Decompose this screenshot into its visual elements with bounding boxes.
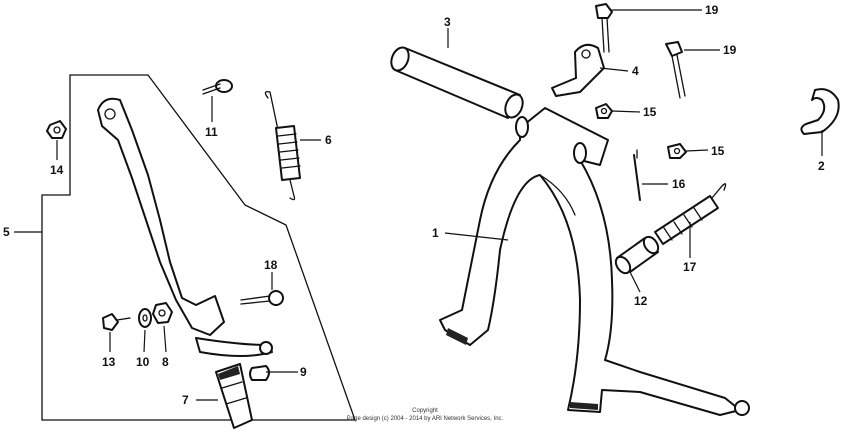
copyright-line-1: Copyright: [412, 408, 438, 414]
callout-12: 12: [634, 294, 648, 308]
callout-2: 2: [818, 159, 825, 173]
callout-5: 5: [3, 225, 10, 239]
bolt-13: [102, 313, 131, 331]
pipe-12: [614, 235, 660, 275]
pin-16: [633, 149, 641, 201]
callout-13: 13: [102, 355, 116, 369]
pipe-3: [390, 46, 524, 119]
callout-labels: 1 2 3 4 5 6 7 8 9 10 11 12 13 14 15 15 1…: [3, 3, 825, 407]
leader-lines: [14, 9, 823, 401]
clip-2: [800, 88, 840, 135]
nut-15-right: [667, 143, 687, 159]
bracket-4: [551, 43, 605, 97]
side-stand-arm: [97, 97, 273, 357]
bolt-19-right: [665, 41, 686, 99]
bolt-18: [240, 290, 284, 306]
callout-1: 1: [432, 226, 439, 240]
washer-10: [138, 308, 152, 328]
callout-8: 8: [162, 355, 169, 369]
callout-7: 7: [182, 393, 189, 407]
callout-15-left: 15: [643, 105, 657, 119]
main-stand-1: [439, 107, 750, 416]
callout-4: 4: [632, 64, 639, 78]
bolt-11: [202, 79, 233, 95]
nut-14: [46, 120, 67, 139]
callout-19-top: 19: [705, 3, 719, 17]
callout-3: 3: [444, 15, 451, 29]
nut-15-left: [595, 103, 613, 119]
callout-11: 11: [205, 125, 218, 139]
callout-6: 6: [325, 133, 332, 147]
callout-9: 9: [300, 365, 307, 379]
callout-14: 14: [50, 163, 64, 177]
rubber-9: [249, 365, 270, 381]
spring-6: [264, 90, 301, 201]
callout-15-right: 15: [711, 144, 725, 158]
bolt-19-top: [595, 3, 613, 53]
side-stand-group-outline: [41, 74, 356, 421]
callout-17: 17: [683, 260, 697, 274]
bracket-7: [215, 363, 253, 429]
callout-18: 18: [264, 258, 278, 272]
nut-8: [152, 302, 173, 324]
copyright-line-2: Page design (c) 2004 - 2014 by ARI Netwo…: [347, 416, 504, 422]
callout-10: 10: [136, 355, 150, 369]
copyright-notice: Copyright Page design (c) 2004 - 2014 by…: [347, 408, 504, 422]
callout-19-right: 19: [723, 43, 737, 57]
callout-16: 16: [672, 177, 686, 191]
spring-17: [654, 183, 727, 245]
